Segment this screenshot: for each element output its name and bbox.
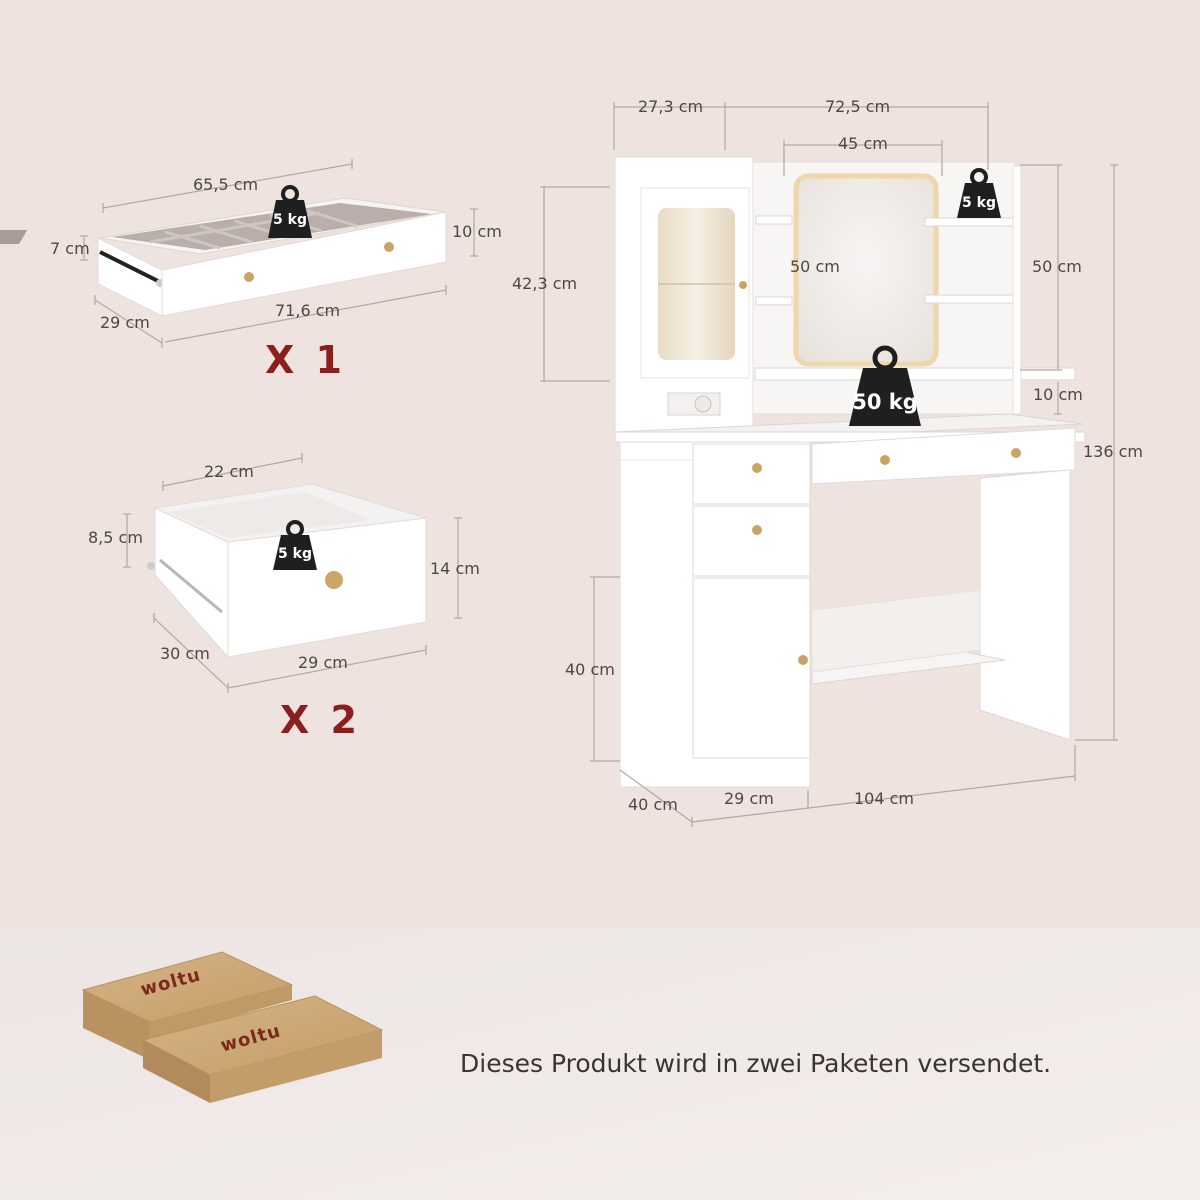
wide-drawer-inner-depth-label: 7 cm: [50, 239, 90, 258]
vanity-shelf-load-label: 5 kg: [962, 195, 996, 211]
vanity-illustration: [614, 156, 1086, 788]
vanity-gap-height-label: 10 cm: [1033, 385, 1083, 404]
drawer-knob: [880, 455, 890, 465]
drawer-knob: [244, 272, 254, 282]
door-knob: [798, 655, 808, 665]
wide-drawer-height-label: 10 cm: [452, 222, 502, 241]
small-drawer-width-label: 22 cm: [204, 462, 254, 481]
wide-drawer-depth-label: 29 cm: [100, 313, 150, 332]
vanity-shelf-height-label: 50 cm: [1032, 257, 1082, 276]
small-drawer-front-width-label: 29 cm: [298, 653, 348, 672]
drawer-knob: [752, 463, 762, 473]
weight-icon: [957, 168, 1001, 218]
vanity-mirror-width-label: 45 cm: [838, 134, 888, 153]
drawer-knob: [752, 525, 762, 535]
vanity-total-width-label: 104 cm: [854, 789, 915, 808]
small-drawer-depth-label: 30 cm: [160, 644, 210, 663]
small-drawer-load-label: 5 kg: [278, 546, 312, 562]
wide-drawer-load-label: 5 kg: [273, 212, 307, 228]
small-drawer-inner-depth-label: 8,5 cm: [88, 528, 143, 547]
vanity-desk-load-label: 50 kg: [852, 390, 918, 414]
led-mirror: [793, 173, 939, 367]
wide-drawer-quantity: X 1: [265, 338, 346, 382]
drawer-knob: [1011, 448, 1021, 458]
wide-drawer-front-width-label: 71,6 cm: [275, 301, 341, 320]
vanity-depth-label: 40 cm: [628, 795, 678, 814]
shipping-box-icon: [81, 951, 294, 1060]
vanity-total-height-label: 136 cm: [1083, 442, 1144, 461]
dimension-lines: [80, 102, 1118, 827]
small-drawer-quantity: X 2: [280, 698, 361, 742]
vanity-cabinet-width-label: 27,3 cm: [638, 97, 704, 116]
wide-drawer-length-label: 65,5 cm: [193, 175, 259, 194]
small-drawer-height-label: 14 cm: [430, 559, 480, 578]
drawer-knob: [325, 571, 343, 589]
vanity-column-width-label: 29 cm: [724, 789, 774, 808]
socket-icon: [694, 395, 712, 413]
vanity-door-height-label: 40 cm: [565, 660, 615, 679]
shipping-note: Dieses Produkt wird in zwei Paketen vers…: [460, 1049, 1052, 1078]
weight-icon: [268, 185, 312, 238]
vanity-cabinet-height-label: 42,3 cm: [512, 274, 578, 293]
vanity-mirror-height-label: 50 cm: [790, 257, 840, 276]
weight-icon: [273, 520, 317, 570]
small-drawer-illustration: [147, 483, 427, 659]
shipping-box-icon: [141, 995, 384, 1103]
door-knob: [739, 281, 747, 289]
weight-icon: [849, 345, 921, 426]
vanity-top-width-label: 72,5 cm: [825, 97, 891, 116]
drawer-knob: [384, 242, 394, 252]
